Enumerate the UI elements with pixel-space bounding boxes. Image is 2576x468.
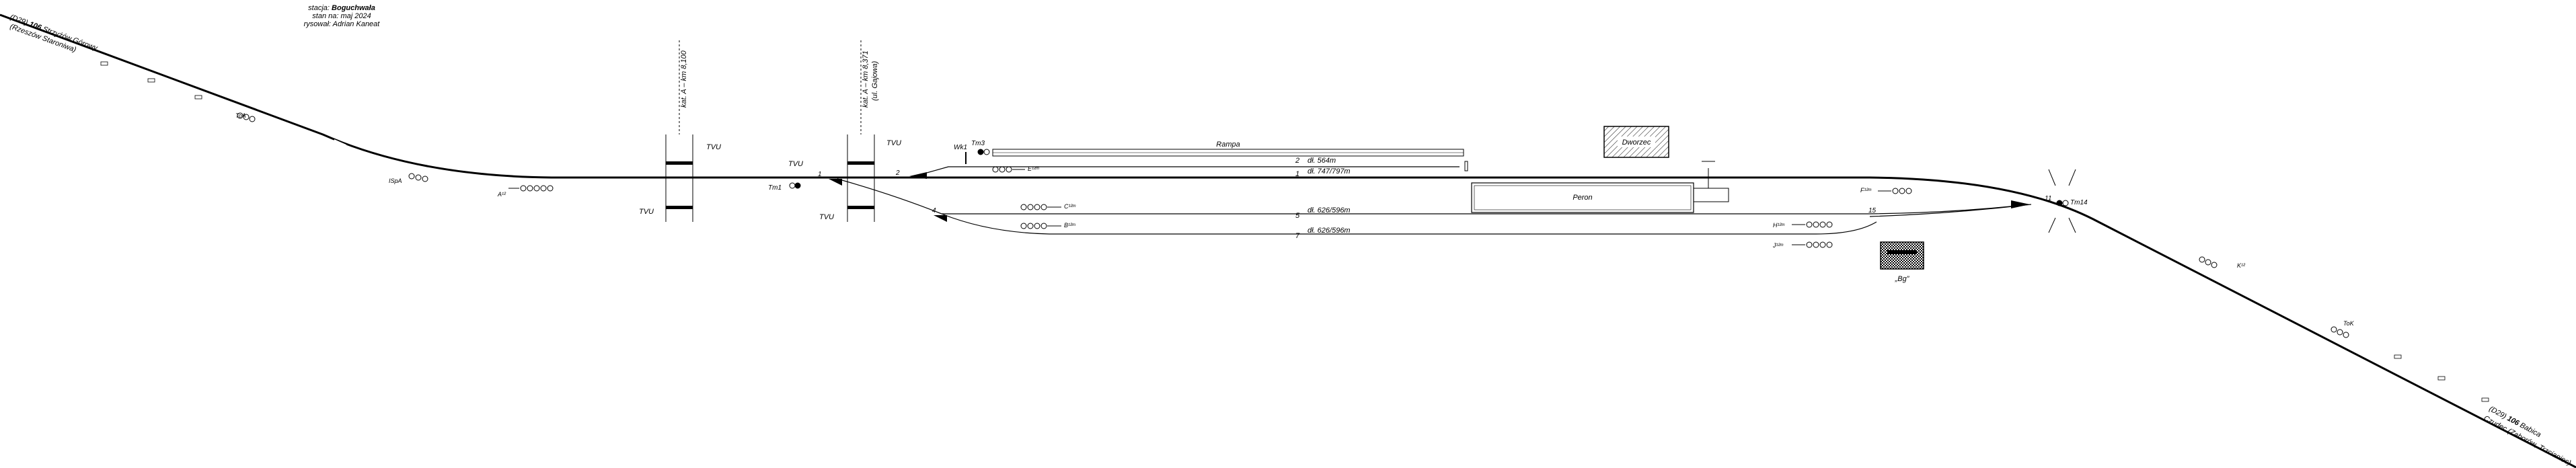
line-markers bbox=[100, 61, 2489, 402]
signal-K: K¹² bbox=[2199, 256, 2246, 269]
platform-stairs bbox=[1694, 161, 1729, 202]
tvu-label: TVU bbox=[706, 143, 721, 151]
track-number: 5 bbox=[1295, 212, 1300, 220]
crossing-2-extra: (ul. Gajowa) bbox=[871, 61, 879, 101]
tvu-label: TVU bbox=[819, 213, 834, 221]
station-building-label: Dworzec bbox=[1622, 139, 1651, 147]
signal-label: A¹² bbox=[497, 191, 506, 198]
track-number: 2 bbox=[1295, 157, 1299, 165]
line-break bbox=[2246, 289, 2261, 300]
signal-label: Tm14 bbox=[2070, 199, 2088, 206]
signal-label: ToK bbox=[2343, 320, 2355, 327]
track-number: 1 bbox=[1295, 170, 1299, 178]
station-prefix: stacja: bbox=[308, 4, 330, 12]
signal-Tm3: Tm3 bbox=[971, 140, 990, 155]
signal-H: H¹²ᵐ bbox=[1773, 221, 1833, 229]
signal-Tm14: Tm14 bbox=[2056, 199, 2088, 206]
ramp-label: Rampa bbox=[1216, 141, 1240, 149]
main-track-1 bbox=[0, 13, 2576, 468]
signal-label: K¹² bbox=[2237, 262, 2246, 269]
track-7 bbox=[941, 213, 1877, 235]
signal-label: B¹²ᵐ bbox=[1064, 222, 1075, 229]
signal-label: H¹²ᵐ bbox=[1773, 222, 1784, 229]
station-name: Boguchwała bbox=[332, 4, 375, 12]
station-building bbox=[1603, 126, 1669, 158]
bridge-mark bbox=[2048, 169, 2076, 233]
signal-ToK: ToK bbox=[2331, 320, 2355, 338]
track-5-east bbox=[1869, 204, 2032, 217]
state-line: stan na: maj 2024 bbox=[312, 12, 371, 20]
tvu-label: TVU bbox=[639, 208, 654, 216]
station-header: stacja: Boguchwała stan na: maj 2024 rys… bbox=[274, 4, 409, 28]
crossing-2-label: kat. A – km 8,371 bbox=[862, 50, 870, 108]
signal-F: F¹²ᵐ bbox=[1860, 187, 1912, 194]
signal-ToA: ToA bbox=[235, 112, 256, 122]
signal-box bbox=[1880, 241, 1924, 270]
signal-ISpA: ISpA bbox=[389, 173, 428, 184]
signal-label: ToA bbox=[235, 112, 246, 119]
signal-Tm1: Tm1 bbox=[768, 182, 801, 192]
signal-J: J¹²ᵐ bbox=[1772, 241, 1833, 249]
level-crossing-2 bbox=[847, 40, 875, 222]
platform bbox=[1471, 182, 1694, 213]
track-5 bbox=[837, 178, 2021, 214]
switch-frog bbox=[2011, 200, 2030, 208]
signal-box-label: „Bg” bbox=[1895, 275, 1910, 283]
crossing-1-label: kat. A – km 8,100 bbox=[680, 50, 688, 108]
buffer-stop bbox=[1464, 161, 1468, 171]
signal-A: A¹² bbox=[497, 185, 554, 198]
switch-frog bbox=[909, 172, 927, 179]
track-length: dł. 626/596m bbox=[1308, 227, 1351, 235]
switch-frog bbox=[829, 179, 842, 186]
signal-label: Tm1 bbox=[768, 184, 782, 192]
track-length: dł. 626/596m bbox=[1308, 206, 1351, 214]
tvu-label: TVU bbox=[886, 139, 901, 147]
signal-B: B¹²ᵐ bbox=[1020, 222, 1075, 229]
switch-number: 4 bbox=[932, 207, 936, 214]
signal-C: C¹²ᵐ bbox=[1020, 203, 1075, 210]
tvu-label: TVU bbox=[788, 160, 803, 168]
track-number: 7 bbox=[1295, 232, 1300, 240]
track-length: dł. 747/797m bbox=[1308, 167, 1351, 176]
author-line: rysował: Adrian Kaneat bbox=[303, 20, 380, 28]
signal-label: Wk1 bbox=[954, 144, 967, 151]
switch-number: 11 bbox=[2045, 195, 2051, 202]
signal-E: E¹²ᵐ bbox=[992, 165, 1039, 173]
signal-label: Tm3 bbox=[971, 140, 985, 147]
signal-label: J¹²ᵐ bbox=[1772, 242, 1783, 249]
signal-label: E¹²ᵐ bbox=[1028, 165, 1039, 172]
east-next-label: Czudec (Zaborów, Trzcianiec) bbox=[2483, 414, 2573, 467]
signal-label: F¹²ᵐ bbox=[1860, 187, 1871, 194]
track-length: dł. 564m bbox=[1308, 157, 1336, 165]
line-break bbox=[332, 139, 347, 149]
switch-number: 2 bbox=[895, 169, 900, 177]
track-2 bbox=[914, 166, 1460, 177]
switch-number: 1 bbox=[818, 171, 822, 178]
switch-number: 15 bbox=[1868, 207, 1877, 214]
platform-label: Peron bbox=[1573, 194, 1592, 202]
switch-frog bbox=[934, 215, 947, 222]
level-crossing-1 bbox=[665, 40, 693, 222]
signal-label: C¹²ᵐ bbox=[1064, 203, 1075, 210]
signal-label: ISpA bbox=[389, 178, 402, 184]
signal-Wk1: Wk1 bbox=[954, 144, 967, 164]
